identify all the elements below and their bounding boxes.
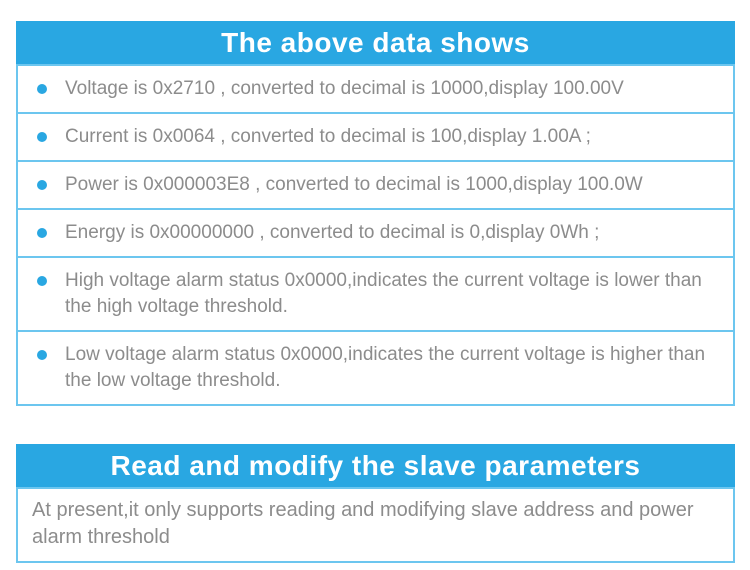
data-summary-section: The above data shows Voltage is 0x2710 ,…	[16, 21, 735, 406]
list-item-energy: Energy is 0x00000000 , converted to deci…	[16, 208, 735, 258]
list-item-text: Energy is 0x00000000 , converted to deci…	[65, 222, 600, 243]
section-title: The above data shows	[221, 26, 530, 58]
list-item-text: High voltage alarm status 0x0000,indicat…	[65, 270, 702, 317]
list-item-high-voltage-alarm: High voltage alarm status 0x0000,indicat…	[16, 256, 735, 332]
list-item-voltage: Voltage is 0x2710 , converted to decimal…	[16, 64, 735, 114]
list-item-text: Power is 0x000003E8 , converted to decim…	[65, 174, 643, 195]
section-title: Read and modify the slave parameters	[110, 449, 641, 481]
bullet-icon	[37, 180, 47, 190]
note-box: At present,it only supports reading and …	[16, 487, 735, 563]
section-title-bar: Read and modify the slave parameters	[16, 444, 735, 487]
bullet-icon	[37, 276, 47, 286]
list-item-text: Current is 0x0064 , converted to decimal…	[65, 126, 591, 147]
bullet-icon	[37, 84, 47, 94]
list-item-power: Power is 0x000003E8 , converted to decim…	[16, 160, 735, 210]
slave-parameters-section: Read and modify the slave parameters At …	[16, 444, 735, 563]
list-item-text: Voltage is 0x2710 , converted to decimal…	[65, 78, 624, 99]
list-item-low-voltage-alarm: Low voltage alarm status 0x0000,indicate…	[16, 330, 735, 406]
section-title-bar: The above data shows	[16, 21, 735, 64]
bullet-icon	[37, 350, 47, 360]
bullet-icon	[37, 132, 47, 142]
data-list: Voltage is 0x2710 , converted to decimal…	[16, 64, 735, 406]
note-text: At present,it only supports reading and …	[32, 499, 694, 548]
list-item-current: Current is 0x0064 , converted to decimal…	[16, 112, 735, 162]
bullet-icon	[37, 228, 47, 238]
list-item-text: Low voltage alarm status 0x0000,indicate…	[65, 344, 706, 391]
